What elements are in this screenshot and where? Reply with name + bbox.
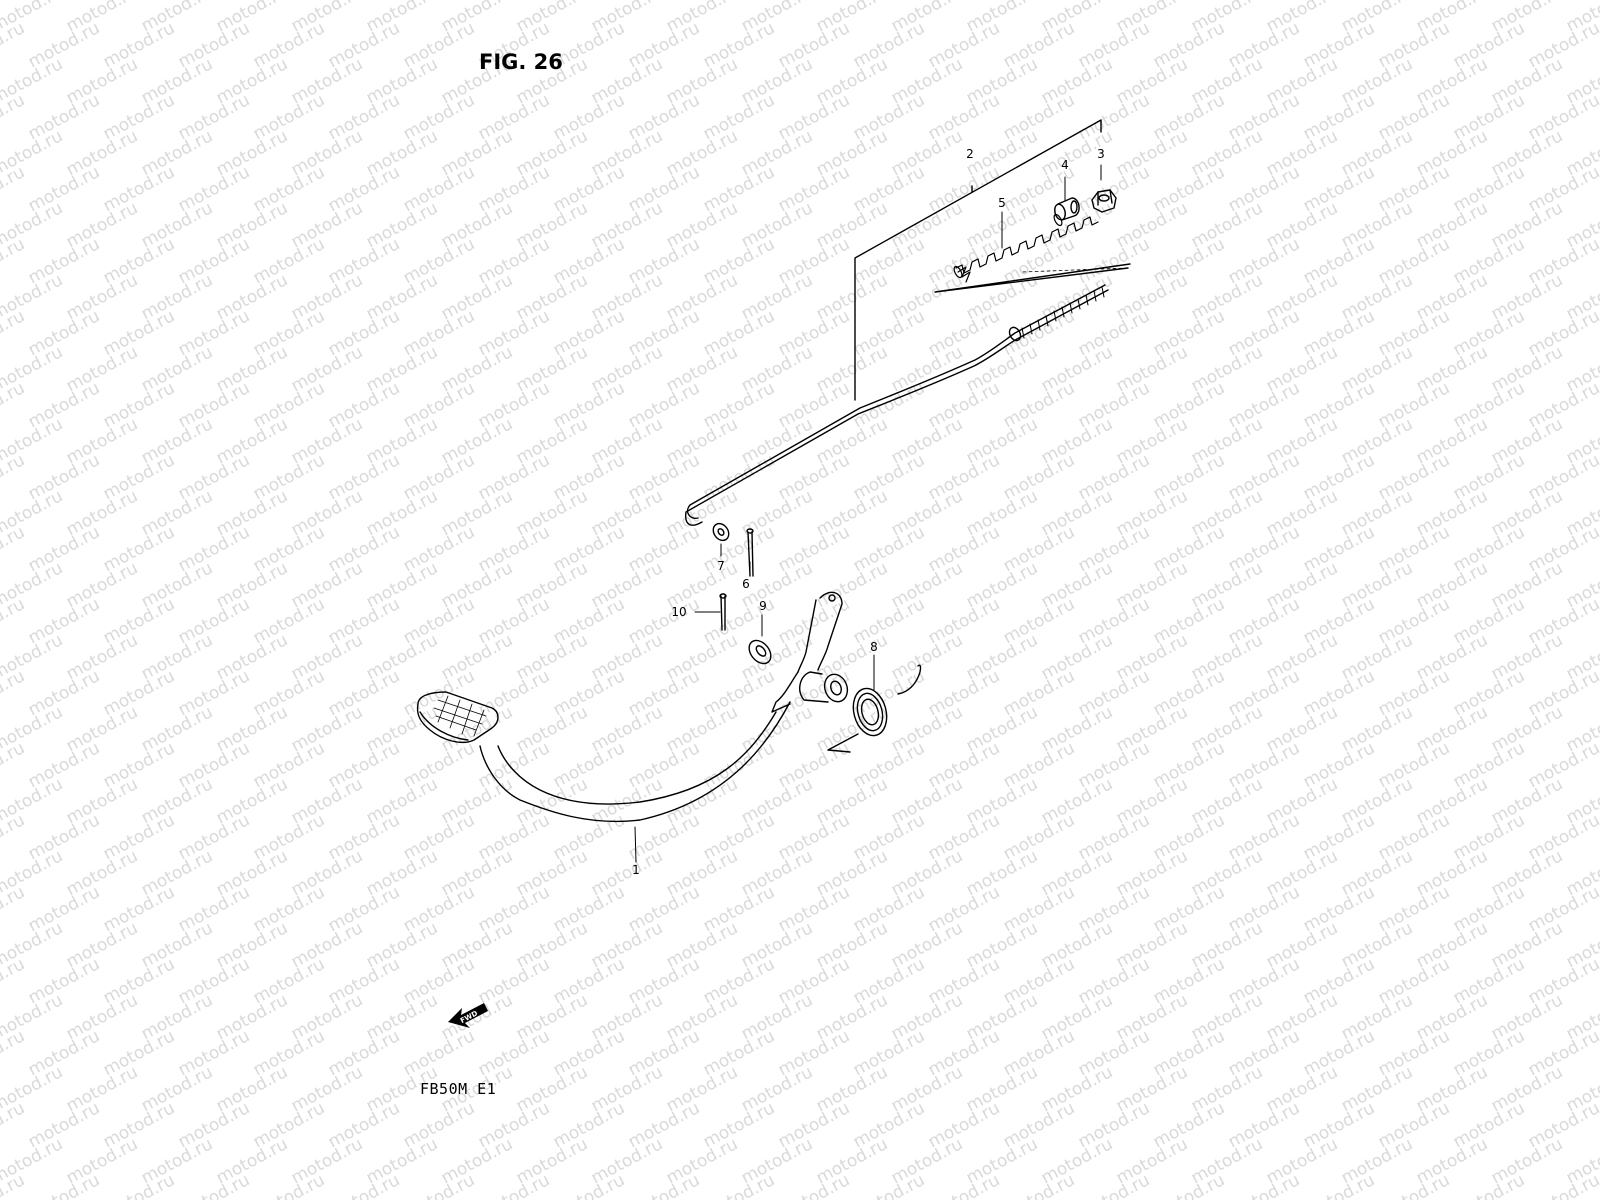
callout-numbers: 1 2 3 4 5 6 7 8 9 10 bbox=[632, 147, 1105, 877]
washer-9 bbox=[748, 639, 772, 665]
callout-6: 6 bbox=[742, 577, 750, 591]
washer-7 bbox=[712, 522, 730, 542]
assembly-direction-lines bbox=[934, 263, 1131, 293]
return-spring bbox=[827, 664, 922, 753]
cotter-pin-10 bbox=[719, 593, 727, 631]
model-code: FB50M E1 bbox=[420, 1080, 497, 1098]
brake-rod bbox=[685, 284, 1109, 526]
callout-5: 5 bbox=[998, 196, 1006, 210]
callout-3: 3 bbox=[1097, 147, 1105, 161]
leader-lines bbox=[634, 164, 1102, 863]
adjuster-nut bbox=[1091, 189, 1117, 213]
brake-pedal bbox=[416, 591, 849, 823]
fwd-label: FWD bbox=[459, 1009, 479, 1025]
callout-8: 8 bbox=[870, 640, 878, 654]
callout-1: 1 bbox=[632, 863, 640, 877]
callout-2: 2 bbox=[966, 147, 974, 161]
assembly-bracket bbox=[854, 119, 1102, 401]
callout-10: 10 bbox=[671, 605, 686, 619]
callout-7: 7 bbox=[717, 559, 725, 573]
fwd-arrow-icon: FWD bbox=[448, 1003, 488, 1028]
rod-joint bbox=[1054, 197, 1080, 221]
figure-title: FIG. 26 bbox=[479, 50, 563, 74]
callout-9: 9 bbox=[759, 599, 767, 613]
callout-4: 4 bbox=[1061, 158, 1069, 172]
